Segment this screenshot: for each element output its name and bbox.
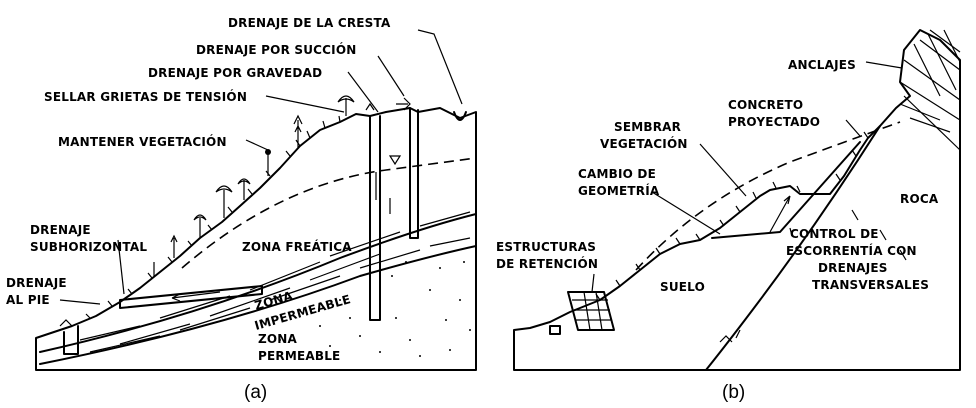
label-mantener-vegetacion: MANTENER VEGETACIÓN [58, 134, 227, 149]
label-cambio-line2: GEOMETRÍA [578, 183, 660, 198]
panel-b-leaders [591, 61, 903, 293]
label-control-line3: DRENAJES [818, 261, 888, 275]
panel-b-soil-rock-boundary [705, 125, 881, 371]
label-drenaje-sub-line2: SUBHORIZONTAL [30, 240, 147, 254]
panel-b-original-slope [635, 121, 901, 271]
label-cambio-line1: CAMBIO DE [578, 167, 656, 181]
panel-a-crest-drain [453, 111, 467, 121]
label-estructuras-line1: ESTRUCTURAS [496, 240, 596, 254]
label-zona-freatica: ZONA FREÁTICA [242, 239, 352, 254]
label-drenaje-succion: DRENAJE POR SUCCIÓN [196, 42, 357, 57]
label-sellar-grietas: SELLAR GRIETAS DE TENSIÓN [44, 89, 247, 104]
panel-b-retaining-structure [549, 291, 615, 335]
caption-a: (a) [244, 382, 267, 403]
label-concreto-line2: PROYECTADO [728, 115, 820, 129]
label-drenaje-sub-line1: DRENAJE [30, 223, 91, 237]
panel-a-toe-drain [63, 325, 79, 355]
panel-b-drain-arrow [769, 195, 791, 233]
panel-a-water-level-marker [388, 155, 402, 166]
panel-b-rock-hatch [851, 103, 951, 261]
panel-a-gravity-well [369, 115, 381, 321]
label-anclajes: ANCLAJES [788, 58, 856, 72]
panel-b-bench [711, 141, 861, 239]
panel-a-drain-arrow [171, 291, 221, 302]
label-suelo: SUELO [660, 280, 705, 294]
label-zona-permeable-line2: PERMEABLE [258, 349, 340, 363]
label-control-line1: CONTROL DE [790, 227, 879, 241]
panel-a-trees [153, 95, 355, 276]
label-drenaje-cresta: DRENAJE DE LA CRESTA [228, 16, 391, 30]
label-sembrar-line1: SEMBRAR [614, 120, 681, 134]
panel-b-rock-anchors [899, 29, 961, 151]
label-roca: ROCA [900, 192, 939, 206]
label-control-line2: ESCORRENTÍA CON [786, 243, 917, 258]
label-zona-permeable-line1: ZONA [258, 332, 298, 346]
panel-a-leaders [59, 29, 463, 305]
label-drenaje-pie-line2: AL PIE [6, 293, 50, 307]
panel-a: DRENAJE DE LA CRESTA DRENAJE POR SUCCIÓN… [6, 16, 477, 403]
panel-b-block-outline [513, 29, 961, 371]
label-sembrar-line2: VEGETACIÓN [600, 136, 688, 151]
panel-a-strata [39, 211, 477, 365]
label-concreto-line1: CONCRETO [728, 98, 803, 112]
panel-b: ANCLAJES CONCRETO PROYECTADO SEMBRAR VEG… [496, 29, 961, 403]
panel-b-surface-hatch [595, 131, 869, 301]
label-drenaje-gravedad: DRENAJE POR GRAVEDAD [148, 66, 322, 80]
label-drenaje-pie-line1: DRENAJE [6, 276, 67, 290]
caption-b: (b) [722, 382, 745, 403]
panel-a-suction-well [409, 107, 419, 239]
label-control-line4: TRANSVERSALES [812, 278, 929, 292]
label-estructuras-line2: DE RETENCIÓN [496, 256, 598, 271]
panel-a-subhorizontal-drain [119, 285, 263, 309]
